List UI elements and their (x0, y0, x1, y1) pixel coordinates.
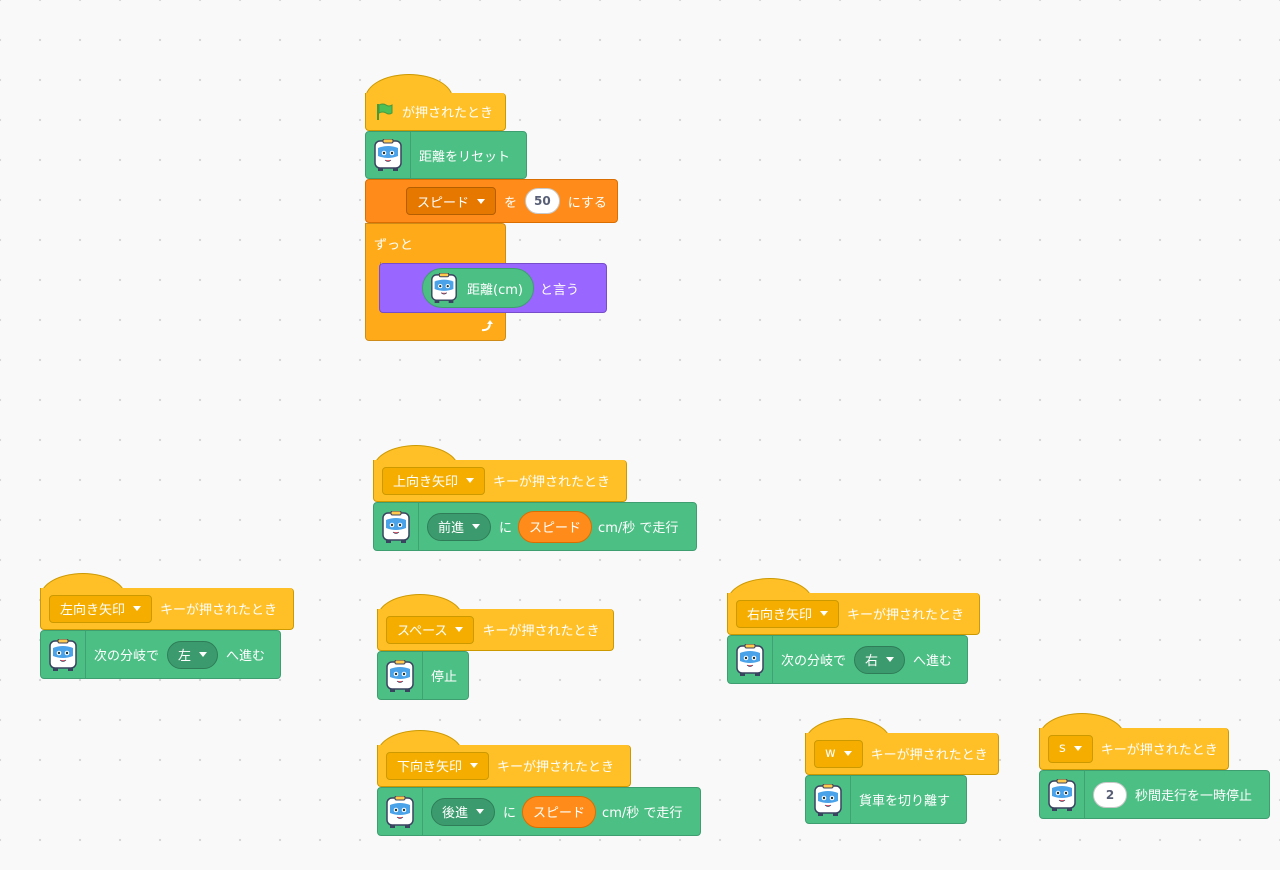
key-name: 下向き矢印 (397, 760, 463, 775)
branch-direction: 左 (178, 649, 192, 664)
key-dropdown[interactable]: 右向き矢印 (736, 599, 840, 628)
hat-suffix-label: キーが押されたとき (1100, 743, 1218, 758)
key-dropdown[interactable]: 左向き矢印 (49, 594, 153, 623)
set-value-input[interactable]: 50 (525, 188, 560, 214)
dropdown-arrow-icon (470, 763, 479, 768)
pause-label: 秒間走行を一時停止 (1135, 789, 1253, 804)
unit-label: cm/秒 で走行 (602, 806, 683, 821)
key-dropdown[interactable]: s (1048, 734, 1093, 763)
key-name: 左向き矢印 (60, 603, 126, 618)
ni-label: に (499, 521, 513, 536)
reset-label: 距離をリセット (419, 149, 511, 165)
train-robot-icon (728, 636, 773, 683)
dropdown-arrow-icon (886, 657, 895, 662)
speed-variable-reporter[interactable]: スピード (518, 510, 593, 543)
stop-label: 停止 (431, 670, 458, 685)
next-branch-label: 次の分岐で (781, 654, 847, 669)
run-forward-block[interactable]: 前進 に スピード cm/秒 で走行 (373, 502, 697, 551)
train-robot-icon (429, 273, 459, 303)
unit-label: cm/秒 で走行 (598, 521, 679, 536)
when-key-pressed-hat-down[interactable]: 下向き矢印 キーが押されたとき (377, 745, 631, 787)
branch-direction: 右 (865, 654, 879, 669)
proceed-label: へ進む (226, 649, 266, 664)
train-robot-icon (378, 652, 423, 699)
dropdown-arrow-icon (199, 652, 208, 657)
variable-name: スピード (417, 195, 470, 211)
key-dropdown[interactable]: 上向き矢印 (382, 466, 486, 495)
hat-label: が押されたとき (402, 106, 494, 121)
dropdown-arrow-icon (1073, 746, 1082, 751)
dropdown-arrow-icon (455, 627, 464, 632)
when-key-pressed-hat-s[interactable]: s キーが押されたとき (1039, 728, 1229, 770)
train-robot-icon (366, 132, 411, 178)
key-name: 右向き矢印 (747, 608, 813, 623)
dropdown-arrow-icon (472, 524, 481, 529)
set-to-label: を (504, 195, 518, 211)
reset-distance-block[interactable]: 距離をリセット (365, 131, 527, 179)
direction-name: 前進 (438, 521, 465, 536)
distance-reporter-label: 距離(cm) (467, 282, 523, 298)
when-key-pressed-hat-space[interactable]: スペース キーが押されたとき (377, 609, 614, 651)
train-robot-icon (378, 788, 423, 835)
train-robot-icon (806, 776, 851, 823)
set-variable-block[interactable]: スピード を 50 にする (365, 179, 618, 223)
next-branch-right-block[interactable]: 次の分岐で 右 へ進む (727, 635, 968, 684)
branch-direction-dropdown[interactable]: 右 (854, 645, 906, 674)
set-suffix-label: にする (567, 195, 607, 211)
loop-arrow-icon (479, 318, 495, 334)
hat-suffix-label: キーが押されたとき (160, 603, 278, 618)
dropdown-arrow-icon (477, 198, 486, 204)
branch-direction-dropdown[interactable]: 左 (167, 640, 219, 669)
when-key-pressed-hat-up[interactable]: 上向き矢印 キーが押されたとき (373, 460, 627, 502)
forever-block-top[interactable]: ずっと (365, 223, 506, 263)
dropdown-arrow-icon (133, 606, 142, 611)
forever-label: ずっと (374, 238, 414, 253)
hat-suffix-label: キーが押されたとき (482, 624, 600, 639)
green-flag-icon (374, 102, 394, 122)
when-key-pressed-hat-right[interactable]: 右向き矢印 キーが押されたとき (727, 593, 980, 635)
pause-running-block[interactable]: 2 秒間走行を一時停止 (1039, 770, 1270, 819)
run-backward-block[interactable]: 後進 に スピード cm/秒 で走行 (377, 787, 701, 836)
hat-suffix-label: キーが押されたとき (870, 748, 988, 763)
dropdown-arrow-icon (820, 611, 829, 616)
say-block[interactable]: 距離(cm) と言う (379, 263, 607, 313)
forever-block-bottom (365, 312, 506, 341)
direction-dropdown[interactable]: 後進 (431, 797, 496, 826)
variable-dropdown[interactable]: スピード (406, 187, 497, 215)
next-branch-label: 次の分岐で (94, 649, 160, 664)
dropdown-arrow-icon (843, 751, 852, 756)
say-label: と言う (539, 282, 579, 298)
dropdown-arrow-icon (466, 478, 475, 483)
hat-suffix-label: キーが押されたとき (497, 760, 615, 775)
when-key-pressed-hat-w[interactable]: w キーが押されたとき (805, 733, 999, 775)
key-name: w (825, 746, 836, 761)
hat-suffix-label: キーが押されたとき (847, 608, 965, 623)
speed-variable-label: スピード (533, 806, 586, 821)
next-branch-left-block[interactable]: 次の分岐で 左 へ進む (40, 630, 281, 679)
train-robot-icon (1040, 771, 1085, 818)
distance-reporter[interactable]: 距離(cm) (422, 268, 534, 308)
key-name: s (1059, 741, 1066, 756)
dropdown-arrow-icon (476, 809, 485, 814)
proceed-label: へ進む (913, 654, 953, 669)
stop-block[interactable]: 停止 (377, 651, 469, 700)
key-dropdown[interactable]: 下向き矢印 (386, 751, 490, 780)
detach-wagon-block[interactable]: 貨車を切り離す (805, 775, 967, 824)
key-name: 上向き矢印 (393, 475, 459, 490)
when-flag-clicked-hat[interactable]: が押されたとき (365, 93, 506, 131)
train-robot-icon (41, 631, 86, 678)
key-dropdown[interactable]: w (814, 739, 863, 768)
ni-label: に (503, 806, 517, 821)
hat-suffix-label: キーが押されたとき (493, 475, 611, 490)
direction-name: 後進 (442, 806, 469, 821)
key-dropdown[interactable]: スペース (386, 615, 475, 644)
key-name: スペース (397, 624, 448, 639)
direction-dropdown[interactable]: 前進 (427, 512, 492, 541)
when-key-pressed-hat-left[interactable]: 左向き矢印 キーが押されたとき (40, 588, 294, 630)
speed-variable-reporter[interactable]: スピード (522, 795, 597, 828)
speed-variable-label: スピード (529, 521, 582, 536)
train-robot-icon (374, 503, 419, 550)
detach-label: 貨車を切り離す (859, 794, 951, 809)
seconds-input[interactable]: 2 (1093, 781, 1127, 808)
